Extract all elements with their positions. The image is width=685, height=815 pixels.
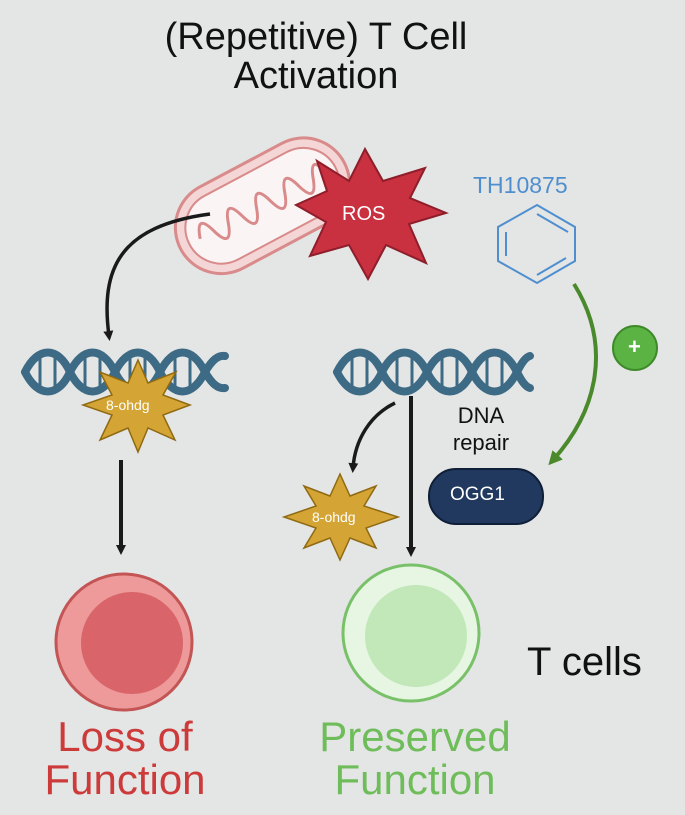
ogg1-enzyme-shape <box>428 468 544 525</box>
plus-icon <box>612 325 658 371</box>
arrow-dna-to-damage <box>348 401 396 473</box>
t-cells-label: T cells <box>527 640 642 684</box>
dna-helix-icon <box>333 348 534 396</box>
arrow-mitochondrion-to-dna <box>103 212 211 341</box>
dna-repair-label-line-2: repair <box>452 430 510 455</box>
title-line-1: (Repetitive) T Cell <box>164 16 468 58</box>
drug-label: TH10875 <box>473 172 568 198</box>
ros-label: ROS <box>342 203 386 225</box>
ogg1-label: OGG1 <box>450 484 505 505</box>
plus-label: + <box>628 334 641 359</box>
ros-burst-icon <box>293 146 449 282</box>
drug-activation-arrow <box>548 282 598 466</box>
t-cell-icon <box>341 563 481 703</box>
oxidized-base-label-right: 8-ohdg <box>312 509 356 525</box>
preserved-function-line-2: Function <box>334 756 496 803</box>
t-cell-icon <box>54 572 194 712</box>
loss-of-function-line-2: Function <box>44 756 206 803</box>
oxidative-damage-burst-icon <box>80 358 193 454</box>
dna-repair-label-line-1: DNA <box>457 403 505 428</box>
oxidative-damage-burst-icon <box>281 472 401 562</box>
oxidized-base-label-left: 8-ohdg <box>106 397 150 413</box>
loss-of-function-line-1: Loss of <box>57 713 193 760</box>
mitochondrion-icon <box>173 136 351 276</box>
title-line-2: Activation <box>233 55 399 97</box>
preserved-function-line-1: Preserved <box>319 713 511 760</box>
benzene-ring-icon <box>497 203 576 285</box>
